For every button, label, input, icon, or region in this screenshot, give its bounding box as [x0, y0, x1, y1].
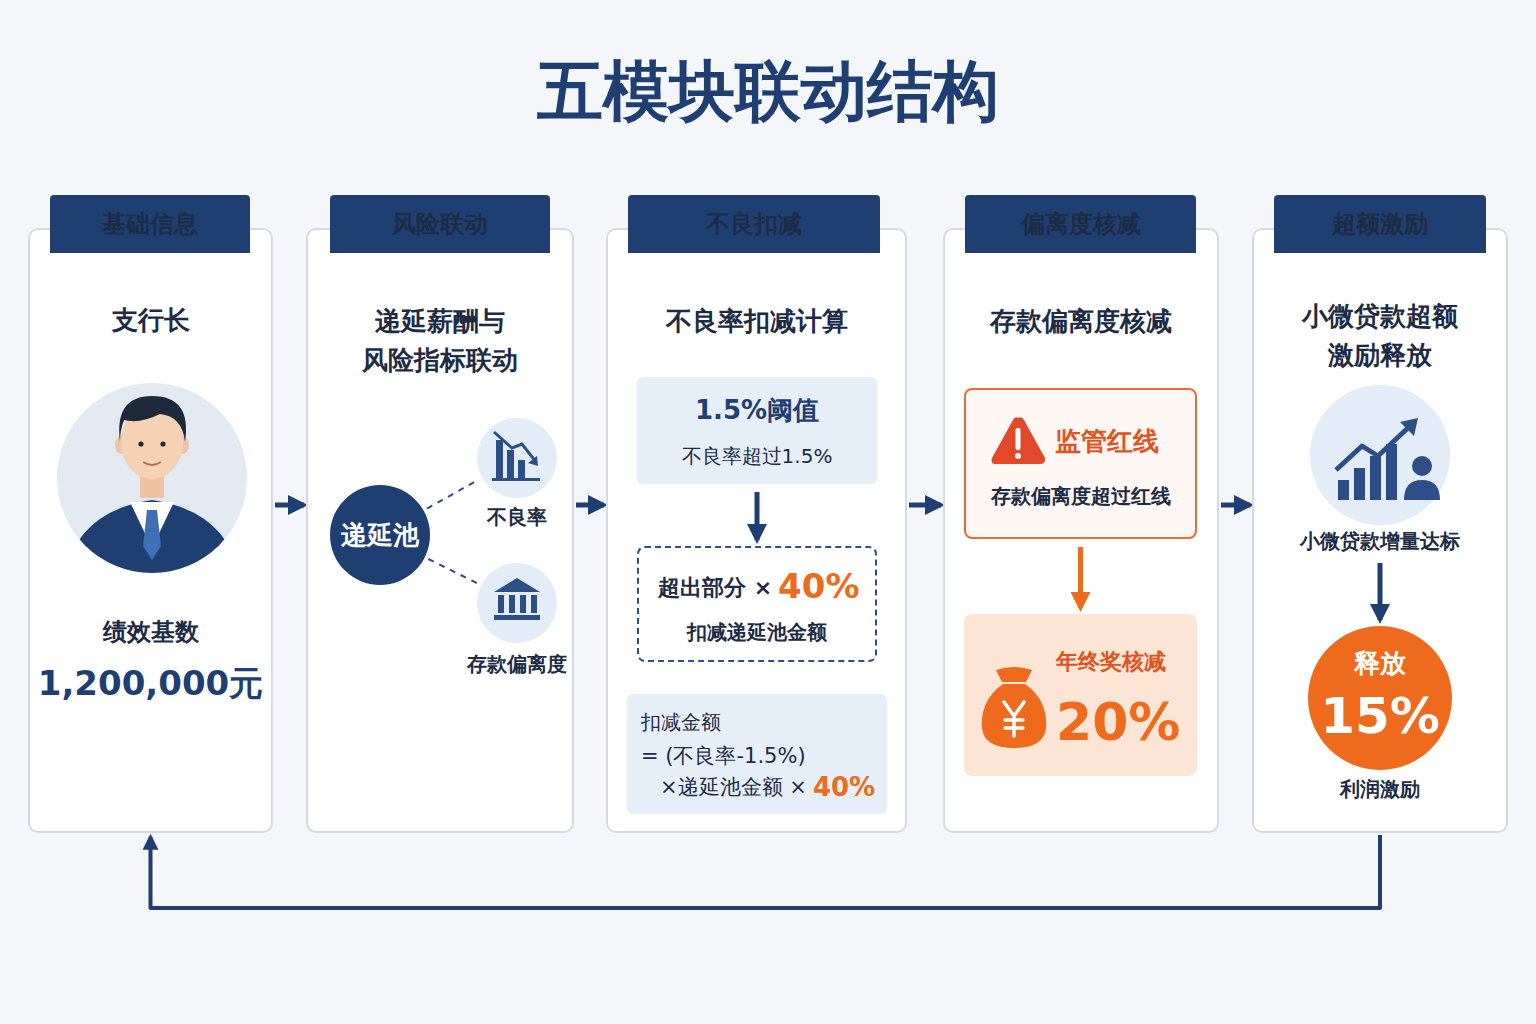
card-grounds: [28, 228, 1508, 833]
redline-box: 监管红线存款偏离度超过红线: [964, 388, 1197, 539]
money-bag-icon: [982, 667, 1046, 748]
flow-arrow: [1078, 547, 1083, 608]
node-text: 扣减金额: [641, 710, 876, 734]
module-tab: 基础信息: [50, 195, 250, 253]
node-text: 递延池: [338, 520, 422, 551]
module-card: 超额激励小微贷款超额 激励释放小微贷款增量达标释放15%利润激励: [1252, 228, 1508, 833]
bank-icon: [477, 563, 557, 643]
node-text: 小微贷款增量达标: [1280, 529, 1480, 553]
node-text: 40%: [778, 566, 863, 607]
icon-node: 小微贷款增量达标: [1290, 385, 1470, 555]
node-text: = (不良率-1.5%): [641, 744, 876, 769]
node-text: 不良率超过1.5%: [645, 444, 869, 468]
module-card: 不良扣减不良率扣减计算1.5%阈值不良率超过1.5%超出部分 ×40%扣减递延池…: [606, 228, 907, 833]
module-tab: 超额激励: [1274, 195, 1486, 253]
node-text: 年终奖核减: [1056, 649, 1191, 675]
dashed-link: [428, 559, 477, 583]
flow-arrow: [1221, 503, 1250, 508]
dashed-link: [427, 480, 479, 509]
diagram-title: 五模块联动结构: [0, 52, 1536, 131]
flow-arrow: [576, 503, 604, 508]
growth-icon: [1310, 385, 1450, 525]
bonus-box: 年终奖核减 20%: [964, 614, 1197, 776]
flow-arrow: [755, 492, 760, 540]
module-tab: 风险联动: [330, 195, 550, 253]
module-tab: 偏离度核减: [965, 195, 1196, 253]
node-text: 不良率: [475, 505, 559, 529]
pool-circle: 递延池: [330, 485, 430, 585]
node-text: 存款偏离度: [460, 652, 574, 676]
node-text: 15%: [1308, 686, 1452, 746]
person-illustration: [57, 383, 247, 590]
node-text: 扣减递延池金额: [645, 620, 869, 644]
warning-icon: [992, 417, 1046, 464]
node-text: 绩效基数: [36, 618, 265, 647]
npl-icon: [477, 418, 557, 498]
node-text: 20%: [1056, 691, 1192, 753]
node-text: 不良率扣减计算: [614, 306, 899, 337]
icon-node: 存款偏离度: [452, 563, 582, 678]
node-text: 释放: [1308, 648, 1452, 679]
node-text: 支行长: [36, 305, 265, 336]
flow-arrow: [909, 503, 941, 508]
node-text: ×递延池金额 ×: [660, 775, 820, 800]
node-text: 1,200,000元: [36, 663, 265, 704]
module-tab: 不良扣减: [628, 195, 880, 253]
node-text: 存款偏离度超过红线: [972, 484, 1189, 508]
flow-arrow: [151, 835, 1381, 908]
node-text: 40%: [813, 772, 883, 803]
node-text: 存款偏离度核减: [951, 306, 1211, 337]
node-text: 监管红线: [1055, 426, 1190, 457]
icon-node: 不良率: [467, 418, 567, 533]
flow-arrow: [1378, 563, 1383, 620]
node-text: 1.5%阈值: [645, 395, 869, 426]
threshold-box: 1.5%阈值不良率超过1.5%: [637, 377, 877, 484]
release-circle: [1308, 626, 1452, 770]
node-text: 递延薪酬与 风险指标联动: [320, 302, 560, 380]
node-text: 利润激励: [1308, 777, 1452, 801]
deduct-box: 超出部分 ×40% 扣减递延池金额: [637, 546, 877, 662]
module-card: 偏离度核减存款偏离度核减监管红线存款偏离度超过红线年终奖核减20%: [943, 228, 1219, 833]
flow-arrow: [275, 503, 304, 508]
node-text: 小微贷款超额 激励释放: [1265, 297, 1495, 375]
formula-box: 扣减金额 = (不良率-1.5%) ×递延池金额 ×40%: [627, 694, 887, 814]
node-text: 超出部分 ×: [658, 575, 783, 601]
release-node: 释放 15% 利润激励: [1300, 626, 1460, 806]
module-card: 风险联动递延薪酬与 风险指标联动递延池不良率存款偏离度: [306, 228, 574, 833]
module-card: 基础信息支行长绩效基数1,200,000元: [28, 228, 273, 833]
